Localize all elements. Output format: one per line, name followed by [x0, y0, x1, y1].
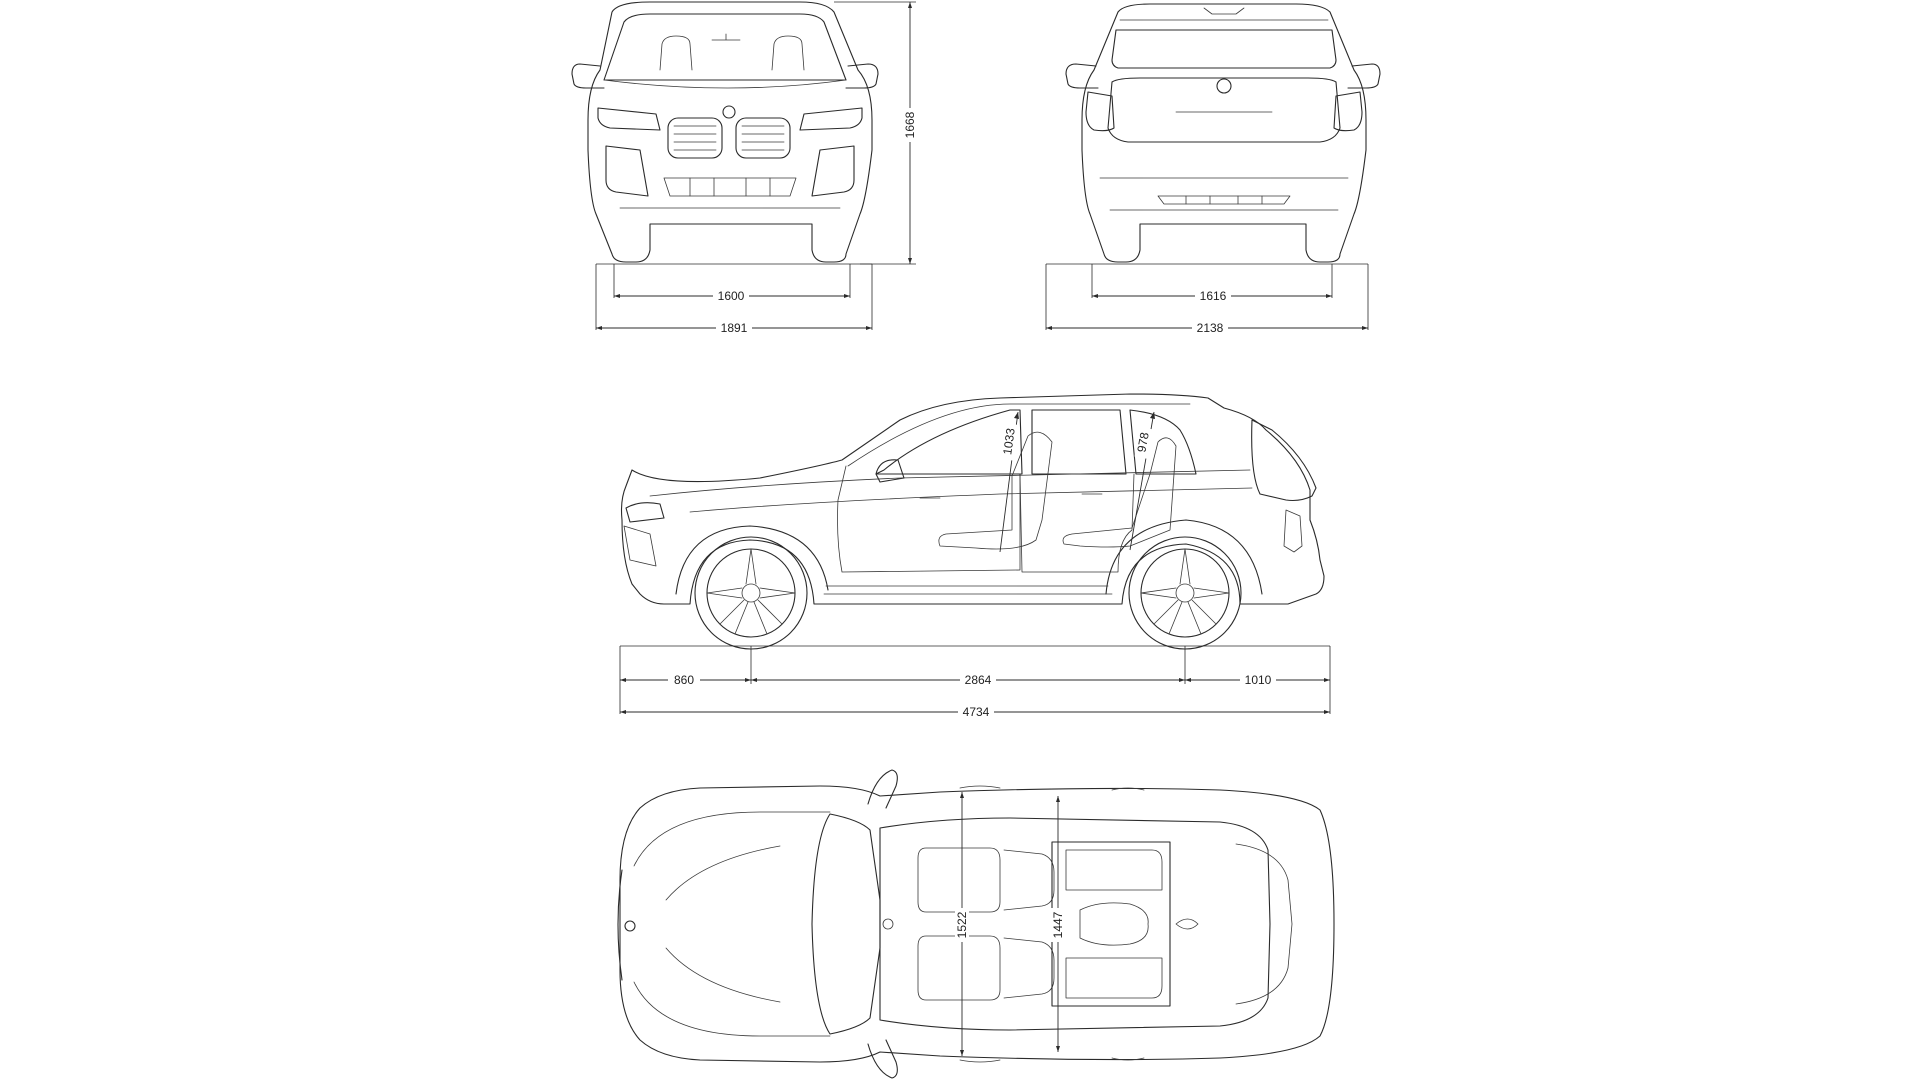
dimension-wheelbase: 2864 — [965, 673, 992, 687]
dimension-shoulder-front: 1522 — [955, 911, 969, 938]
dimension-shoulder-rear: 1447 — [1051, 911, 1065, 938]
dimension-width-mirrors: 2138 — [1197, 321, 1224, 335]
dimension-height: 1668 — [903, 111, 917, 138]
dimension-front-overhang: 860 — [674, 673, 694, 687]
dimension-headroom-rear: 978 — [1134, 431, 1151, 453]
dimension-headroom-front: 1033 — [1000, 427, 1018, 456]
top-emblem-icon — [624, 920, 636, 932]
rear-emblem-icon — [1216, 78, 1232, 94]
brand-emblem-icon — [722, 105, 736, 119]
rear-view — [1065, 3, 1381, 263]
rear-view-dimensions: 1616 2138 — [1045, 263, 1369, 335]
dimension-rear-overhang: 1010 — [1245, 673, 1272, 687]
front-view-dimensions: 1600 1891 1668 — [595, 1, 917, 335]
dimension-body-width: 1891 — [721, 321, 748, 335]
dimension-front-track: 1600 — [718, 289, 745, 303]
rear-wheel — [1128, 536, 1242, 650]
side-view-dimensions: 860 2864 1010 4734 — [619, 645, 1331, 719]
dimension-overall-length: 4734 — [963, 705, 990, 719]
dimension-rear-track: 1616 — [1200, 289, 1227, 303]
front-view — [571, 1, 879, 263]
top-view: 1522 1447 — [617, 769, 1335, 1079]
front-wheel — [694, 536, 808, 650]
side-view: 1033 978 — [620, 393, 1325, 650]
